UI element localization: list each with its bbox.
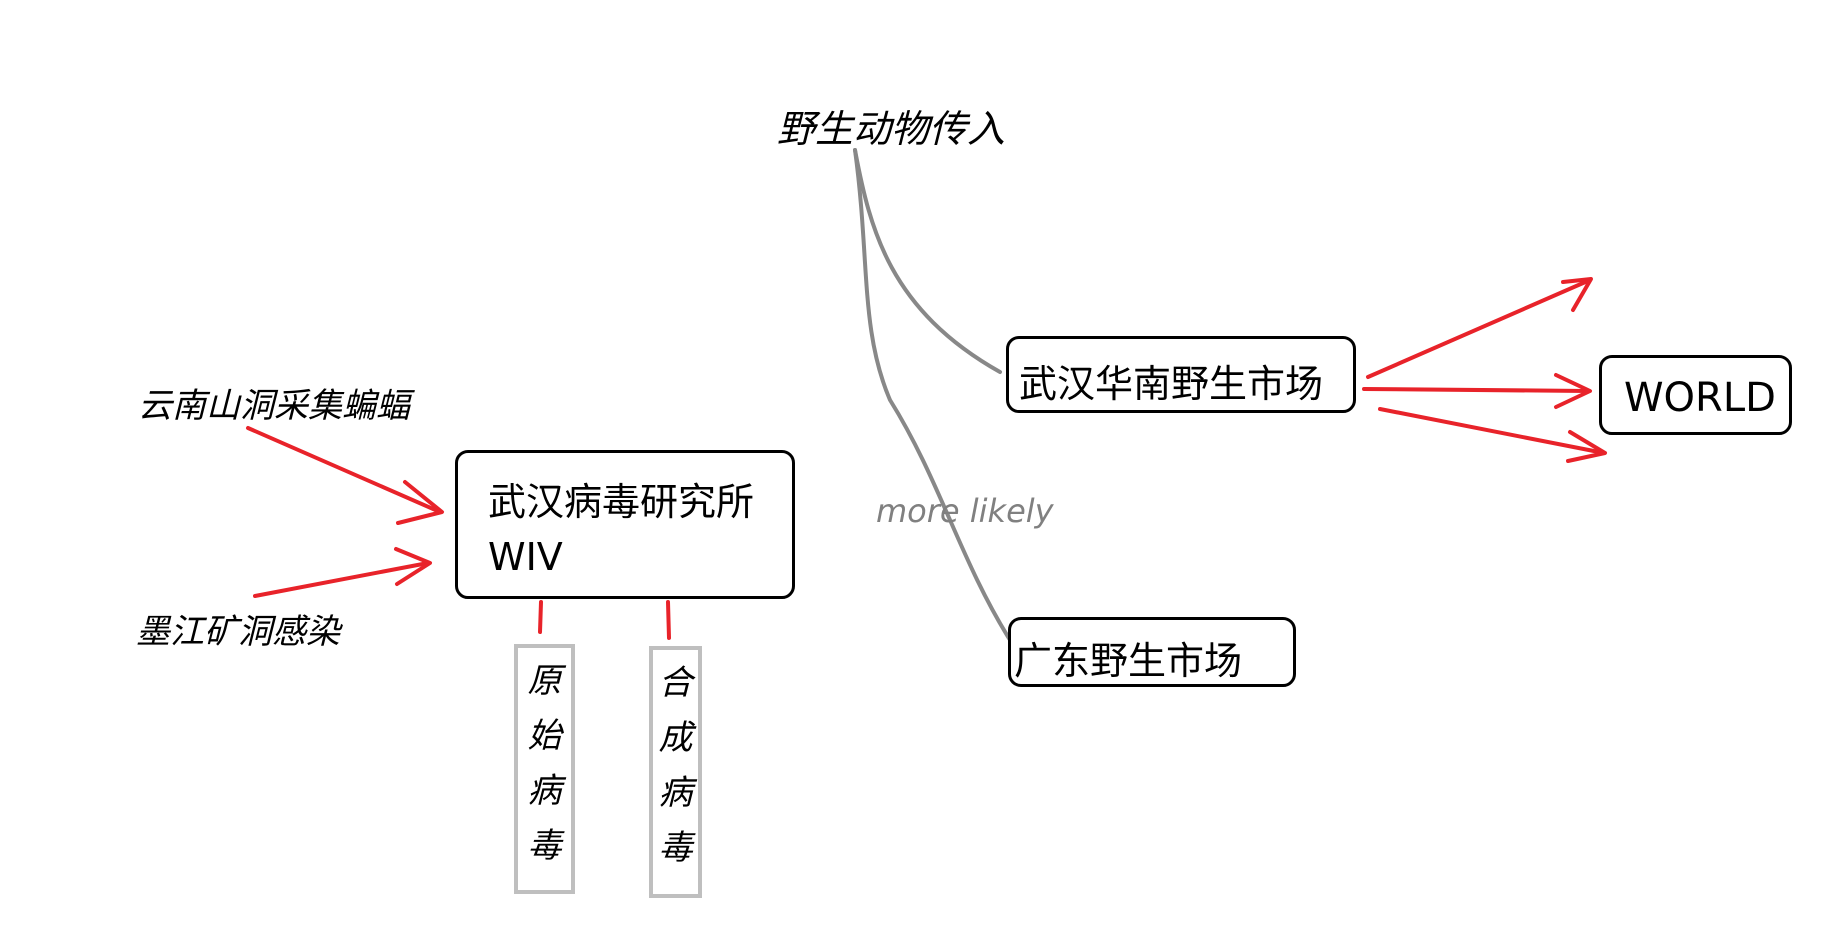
yunnan-bats-label: 云南山洞采集蝙蝠 <box>138 386 410 426</box>
more-likely-label: more likely <box>876 492 1054 530</box>
connector-to-guangdong <box>853 148 1012 642</box>
original-virus-char-2: 始 <box>527 716 562 756</box>
arrow-huanan-down <box>1378 407 1607 463</box>
huanan-market-box: 武汉华南野生市场 <box>1006 336 1356 413</box>
mojiang-mine-label: 墨江矿洞感染 <box>136 612 340 652</box>
guangdong-market-box: 广东野生市场 <box>1008 617 1296 687</box>
synthetic-virus-char-3: 病 <box>658 773 693 813</box>
stub-original-virus <box>538 600 543 634</box>
original-virus-char-1: 原 <box>527 661 562 701</box>
original-virus-char-3: 病 <box>527 771 562 811</box>
arrow-yunnan-to-wiv <box>246 426 444 525</box>
stub-synthetic-virus <box>666 600 671 640</box>
world-box: WORLD <box>1599 355 1792 435</box>
synthetic-virus-char-2: 成 <box>658 718 693 758</box>
wildlife-origin-label: 野生动物传入 <box>777 107 1006 151</box>
synthetic-virus-box: 合 成 病 毒 <box>649 646 702 898</box>
synthetic-virus-char-4: 毒 <box>658 828 693 868</box>
world-label: WORLD <box>1624 375 1776 421</box>
connector-to-huanan <box>853 148 1002 374</box>
synthetic-virus-char-1: 合 <box>658 663 693 703</box>
arrow-mojiang-to-wiv <box>253 547 432 598</box>
guangdong-market-label: 广东野生市场 <box>1014 639 1243 683</box>
wiv-box: 武汉病毒研究所 WIV <box>455 450 795 599</box>
wiv-abbr: WIV <box>488 535 563 579</box>
arrow-huanan-up <box>1366 277 1593 379</box>
original-virus-box: 原 始 病 毒 <box>514 644 575 894</box>
original-virus-char-4: 毒 <box>527 826 562 866</box>
wiv-name: 武汉病毒研究所 <box>488 480 755 524</box>
huanan-market-label: 武汉华南野生市场 <box>1019 362 1324 406</box>
arrow-huanan-to-world <box>1362 373 1592 409</box>
